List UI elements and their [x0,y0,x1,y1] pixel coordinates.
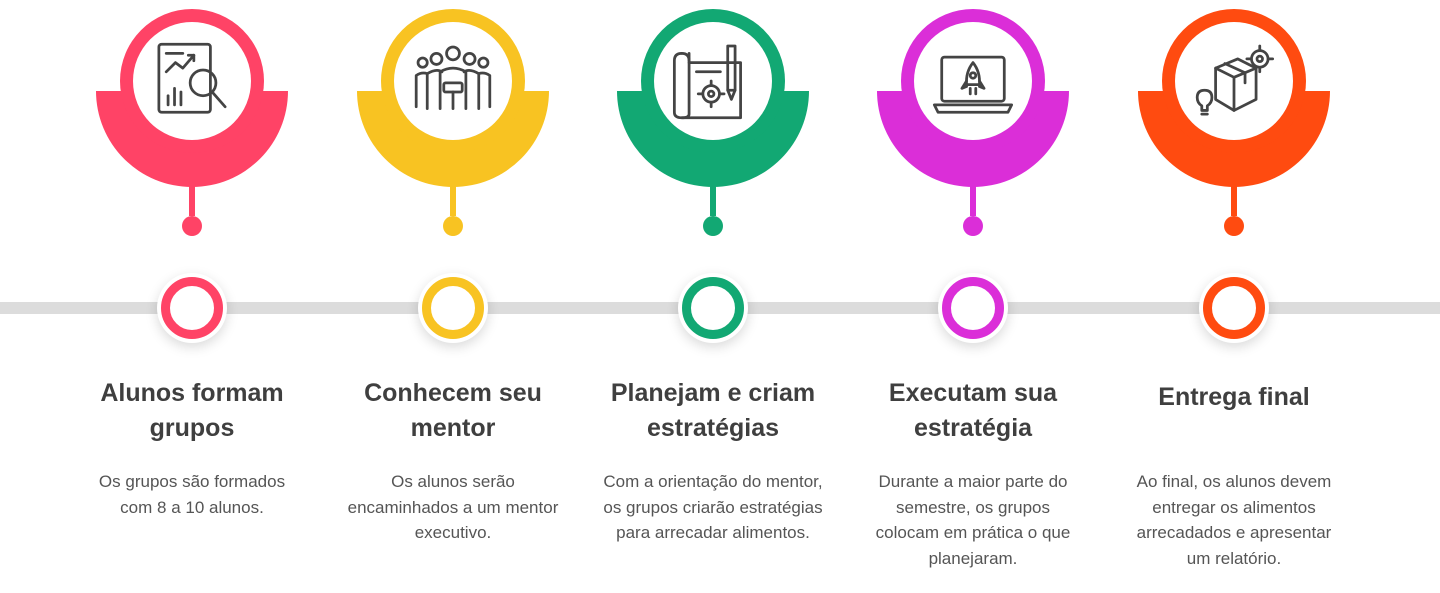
blueprint-gear-icon [656,24,770,138]
step-title: Alunos formam grupos [100,379,284,442]
timeline-node [678,273,748,343]
step-title: Executam sua estratégia [888,379,1058,442]
timeline-step-1: Alunos formam grupos Os grupos são forma… [72,0,312,593]
timeline-node [418,273,488,343]
step-badge [1114,0,1354,240]
laptop-rocket-icon [916,24,1030,138]
step-description: Os alunos serão encaminhados a um mentor… [347,472,559,542]
timeline-node [1199,273,1269,343]
step-badge [72,0,312,240]
timeline-step-4: Executam sua estratégia Durante a maior … [853,0,1093,593]
step-description: Com a orientação do mentor, os grupos cr… [603,472,823,542]
step-description: Durante a maior parte do semestre, os gr… [875,472,1071,568]
step-title: Conhecem seu mentor [364,379,542,442]
step-badge [593,0,833,240]
timeline-step-2: Conhecem seu mentor Os alunos serão enca… [333,0,573,593]
step-description: Os grupos são formados com 8 a 10 alunos… [98,472,286,517]
step-description: Ao final, os alunos devem entregar os al… [1136,472,1332,568]
timeline-node [938,273,1008,343]
timeline-node [157,273,227,343]
analytics-magnifier-icon [135,24,249,138]
step-badge [853,0,1093,240]
badge-arc [96,9,288,236]
badge-arc [357,9,549,236]
step-title: Entrega final [1158,383,1310,411]
timeline-step-5: Entrega final Ao final, os alunos devem … [1114,0,1354,593]
timeline-step-3: Planejam e criam estratégias Com a orien… [593,0,833,593]
box-gear-bulb-icon [1177,24,1291,138]
team-group-icon [396,24,510,138]
step-title: Planejam e criam estratégias [610,379,816,442]
step-badge [333,0,573,240]
badge-arc [877,9,1069,236]
